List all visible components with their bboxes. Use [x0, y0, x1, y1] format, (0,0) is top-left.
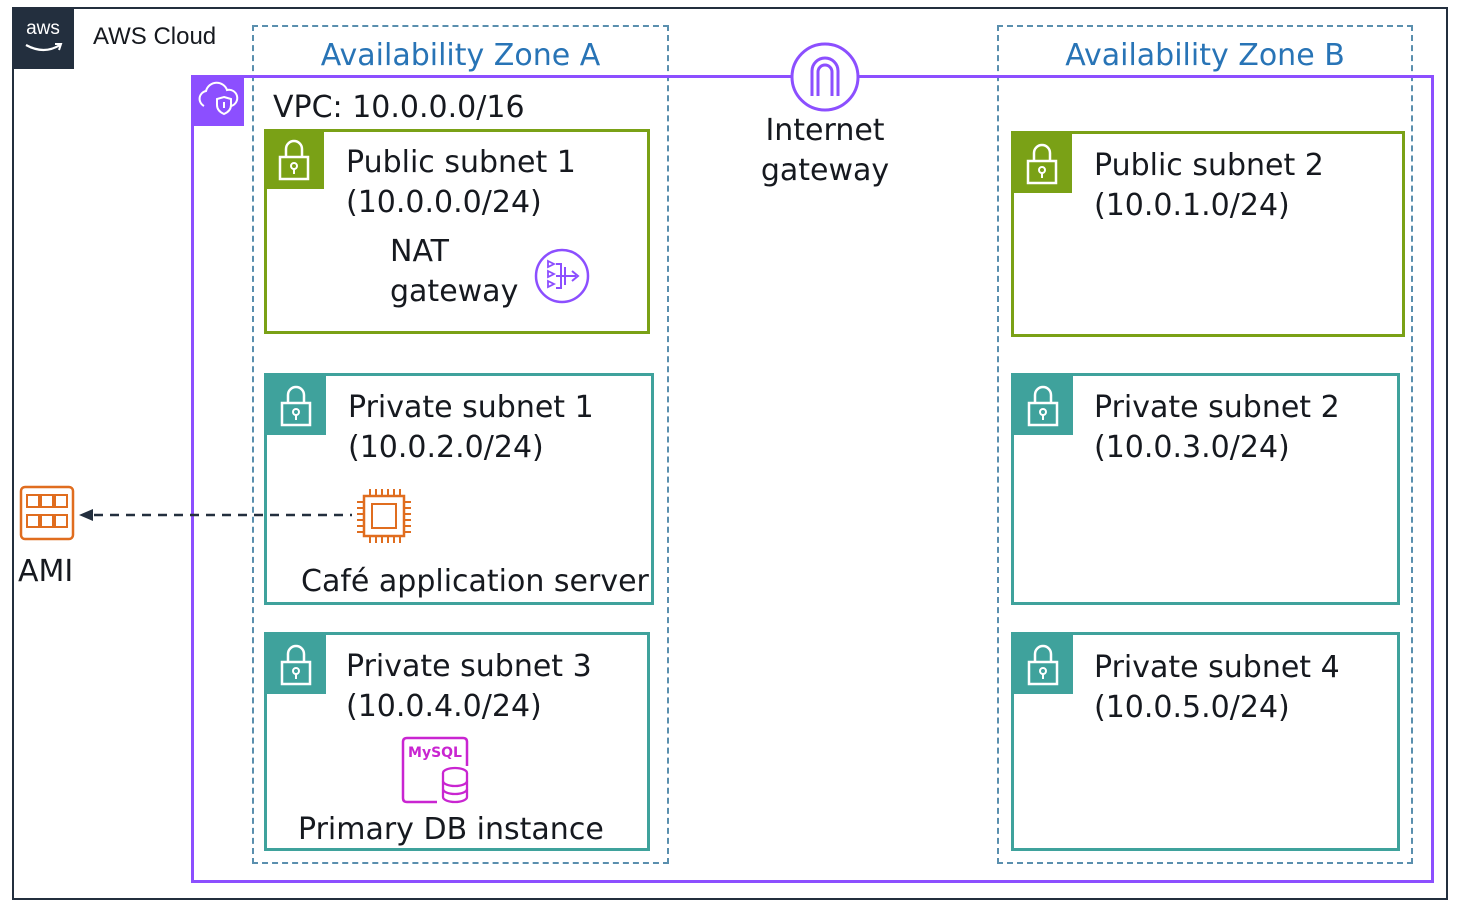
internet-gateway-label-line1: Internet [765, 113, 885, 148]
lock-icon [1013, 375, 1073, 435]
aws-cloud-group [12, 7, 1448, 900]
vpc-icon [191, 75, 244, 126]
primary-db-label: Primary DB instance [298, 812, 604, 847]
lock-icon [264, 129, 324, 189]
lock-icon [1013, 634, 1073, 694]
public-subnet-2-cidr: (10.0.1.0/24) [1094, 188, 1290, 223]
private-subnet-4-cidr: (10.0.5.0/24) [1094, 690, 1290, 725]
private-subnet-3-cidr: (10.0.4.0/24) [346, 689, 542, 724]
public-subnet-1-name: Public subnet 1 [346, 145, 576, 180]
public-subnet-1 [264, 129, 650, 334]
public-subnet-1-cidr: (10.0.0.0/24) [346, 185, 542, 220]
private-subnet-1 [264, 373, 654, 605]
aws-logo-text: aws [26, 18, 60, 39]
nat-gateway-label-line1: NAT [390, 234, 449, 269]
availability-zone-a-title: Availability Zone A [320, 38, 601, 73]
aws-smile-icon [25, 43, 63, 52]
availability-zone-b-title: Availability Zone B [1065, 38, 1345, 73]
private-subnet-4 [1011, 632, 1400, 851]
ami-label: AMI [18, 554, 74, 589]
private-subnet-1-cidr: (10.0.2.0/24) [348, 430, 544, 465]
private-subnet-2-name: Private subnet 2 [1094, 390, 1340, 425]
availability-zone-a [252, 25, 669, 864]
nat-gateway-label-line2: gateway [390, 274, 519, 309]
lock-icon [1012, 133, 1072, 193]
private-subnet-2 [1011, 373, 1400, 605]
aws-logo-icon: aws [12, 7, 74, 69]
lock-icon [266, 634, 326, 694]
vpc-label: VPC: 10.0.0.0/16 [273, 90, 525, 125]
ec2-instance-icon [357, 489, 411, 543]
ami-arrow [79, 509, 352, 521]
ami-icon [19, 485, 75, 541]
availability-zone-b [997, 25, 1413, 864]
lock-icon [266, 375, 326, 435]
private-subnet-4-name: Private subnet 4 [1094, 650, 1340, 685]
mysql-icon-text: MySQL [408, 745, 462, 761]
private-subnet-2-cidr: (10.0.3.0/24) [1094, 430, 1290, 465]
mysql-db-icon: MySQL [401, 736, 469, 804]
private-subnet-3-name: Private subnet 3 [346, 649, 592, 684]
public-subnet-2-name: Public subnet 2 [1094, 148, 1324, 183]
public-subnet-2 [1011, 131, 1405, 337]
aws-cloud-label: AWS Cloud [93, 23, 217, 50]
private-subnet-1-name: Private subnet 1 [348, 390, 594, 425]
internet-gateway-icon [790, 42, 860, 112]
nat-gateway-icon [534, 248, 590, 304]
internet-gateway-label-line2: gateway [760, 153, 890, 188]
private-subnet-3 [264, 632, 650, 851]
cafe-app-server-label: Café application server [301, 564, 649, 599]
